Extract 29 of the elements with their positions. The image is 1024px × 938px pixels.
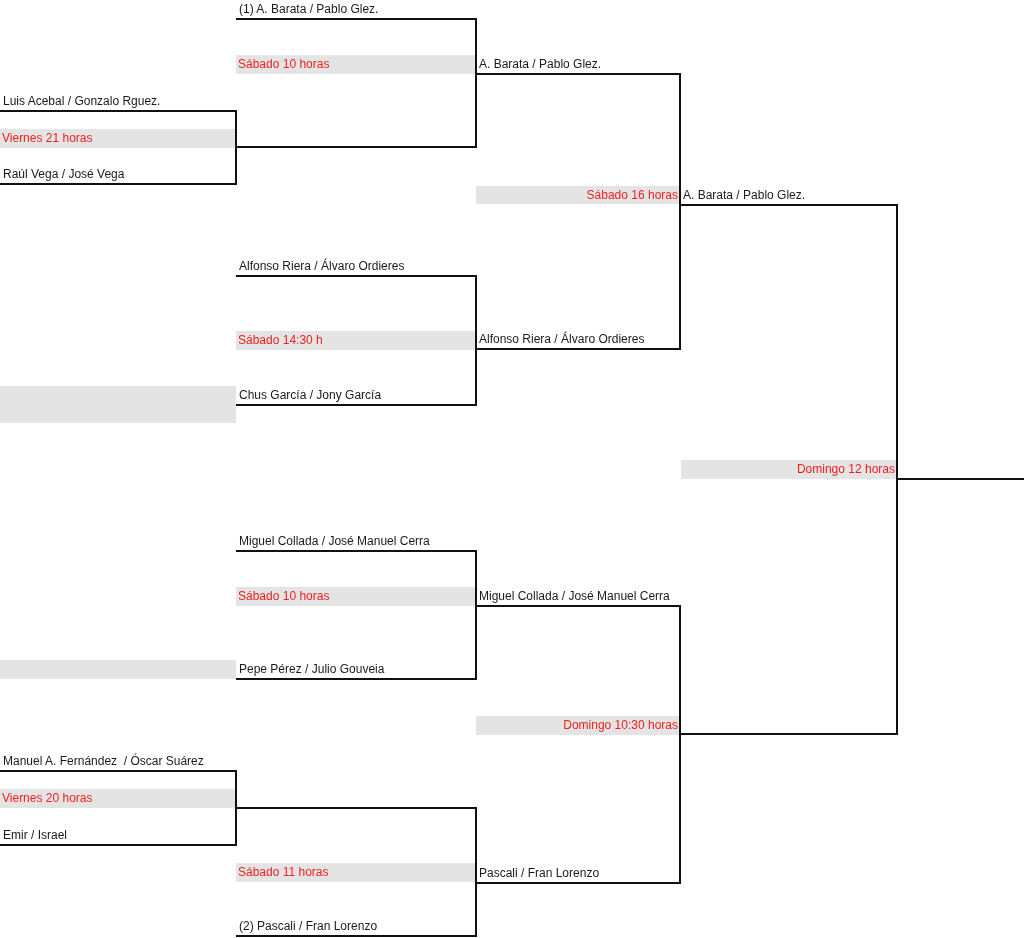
- bracket-line: [678, 203, 682, 351]
- bracket-slot: Pascali / Fran Lorenzo: [476, 864, 680, 884]
- bracket-slot: A. Barata / Pablo Glez.: [680, 186, 897, 206]
- bracket-slot: Miguel Collada / José Manuel Cerra: [476, 587, 680, 607]
- empty-band: [0, 386, 236, 423]
- match-time: Sábado 14:30 h: [236, 331, 475, 350]
- bracket-slot: A. Barata / Pablo Glez.: [476, 55, 680, 75]
- match-time: Sábado 10 horas: [236, 55, 475, 74]
- bracket-slot: Luis Acebal / Gonzalo Rguez.: [0, 92, 236, 112]
- bracket-line: [474, 604, 478, 681]
- match-time: Sábado 11 horas: [236, 863, 475, 882]
- empty-band: [0, 660, 236, 679]
- match-time: Viernes 20 horas: [0, 789, 235, 808]
- bracket-slot: Chus García / Jony García: [236, 386, 476, 406]
- bracket-slot: Manuel A. Fernández / Óscar Suárez: [0, 752, 236, 772]
- bracket-slot: (1) A. Barata / Pablo Glez.: [236, 0, 476, 20]
- bracket-slot: Alfonso Riera / Álvaro Ordieres: [476, 330, 680, 350]
- match-time: Sábado 10 horas: [236, 587, 475, 606]
- match-time: Viernes 21 horas: [0, 129, 235, 148]
- match-time: Sábado 16 horas: [476, 186, 679, 204]
- bracket-slot: Alfonso Riera / Álvaro Ordieres: [236, 257, 476, 277]
- bracket-slot: (2) Pascali / Fran Lorenzo: [236, 917, 476, 937]
- bracket-slot: Raúl Vega / José Vega: [0, 165, 236, 185]
- match-time: Domingo 12 horas: [681, 460, 896, 479]
- bracket-slot: Emir / Israel: [0, 826, 236, 846]
- bracket-slot: Pepe Pérez / Julio Gouveia: [236, 660, 476, 680]
- bracket-slot: Miguel Collada / José Manuel Cerra: [236, 532, 476, 552]
- match-time: Domingo 10:30 horas: [476, 716, 679, 735]
- bracket-line: [474, 881, 478, 938]
